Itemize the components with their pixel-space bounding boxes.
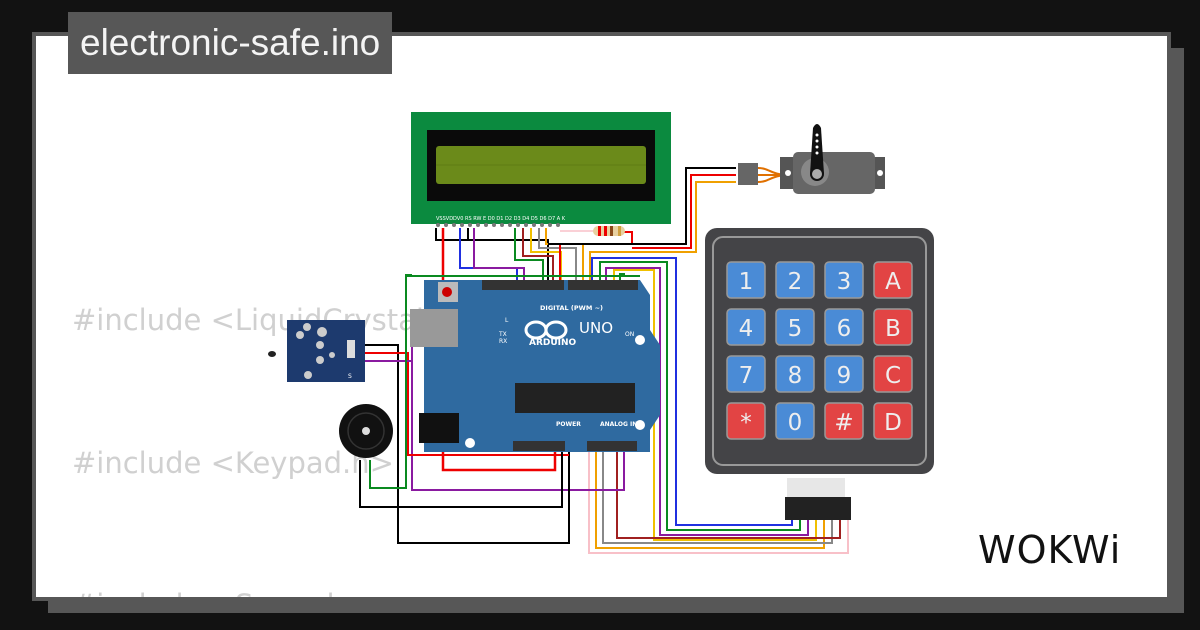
power-label: POWER xyxy=(556,421,581,428)
keypad-key-6[interactable]: 6 xyxy=(824,308,864,346)
keypad-key-1[interactable]: 1 xyxy=(726,261,766,299)
keypad-key-2[interactable]: 2 xyxy=(775,261,815,299)
arduino-brand: ARDUINO xyxy=(529,338,577,348)
keypad-key-8[interactable]: 8 xyxy=(775,355,815,393)
arduino-uno-board[interactable]: DIGITAL (PWM ~) ARDUINO UNO L TX RX ON P… xyxy=(410,280,660,452)
keypad-key-label: 6 xyxy=(837,316,852,342)
code-line: #include <Keypad.h> xyxy=(72,445,394,480)
led-label-on: ON xyxy=(625,331,634,338)
wokwi-logo: WOKWi xyxy=(978,528,1122,572)
buzzer[interactable] xyxy=(339,404,393,458)
lcd-display[interactable]: VSSVDDV0 RS RW E D0 D1 D2 D3 D4 D5 D6 D7… xyxy=(411,112,671,227)
keypad-key-D[interactable]: D xyxy=(873,402,913,440)
keypad-key-label: 4 xyxy=(739,316,754,342)
keypad-key-label: * xyxy=(740,410,752,436)
sensor-pin-s-label: S xyxy=(348,373,352,380)
keypad-key-C[interactable]: C xyxy=(873,355,913,393)
keypad-key-5[interactable]: 5 xyxy=(775,308,815,346)
keypad-key-label: 1 xyxy=(739,269,754,295)
led-label-rx: RX xyxy=(499,338,507,345)
keypad-key-label: # xyxy=(834,410,853,436)
servo-motor[interactable] xyxy=(738,124,885,194)
keypad-key-label: 0 xyxy=(788,410,803,436)
keypad-key-label: 5 xyxy=(788,316,803,342)
keypad-key-label: A xyxy=(885,269,901,295)
keypad-key-label: 3 xyxy=(837,269,852,295)
digital-label: DIGITAL (PWM ~) xyxy=(540,304,603,312)
keypad-key-0[interactable]: 0 xyxy=(775,402,815,440)
led-label-tx: TX xyxy=(498,331,507,338)
keypad-key-label: D xyxy=(884,410,902,436)
arduino-model: UNO xyxy=(579,319,613,337)
keypad-key-label: C xyxy=(885,363,901,389)
keypad-4x4[interactable]: 1 2 3 A 4 5 6 B 7 8 9 C * 0 # D xyxy=(705,228,934,520)
keypad-key-label: B xyxy=(885,316,901,342)
keypad-key-9[interactable]: 9 xyxy=(824,355,864,393)
keypad-key-#[interactable]: # xyxy=(824,402,864,440)
keypad-key-B[interactable]: B xyxy=(873,308,913,346)
code-line: #include <Servo.h> xyxy=(72,582,505,597)
keypad-key-*[interactable]: * xyxy=(726,402,766,440)
led-label-l: L xyxy=(505,317,509,324)
keypad-key-3[interactable]: 3 xyxy=(824,261,864,299)
keypad-key-label: 8 xyxy=(788,363,803,389)
keypad-key-7[interactable]: 7 xyxy=(726,355,766,393)
keypad-key-label: 2 xyxy=(788,269,803,295)
keypad-key-label: 9 xyxy=(837,363,852,389)
keypad-key-label: 7 xyxy=(739,363,754,389)
lcd-pin-labels: VSSVDDV0 RS RW E D0 D1 D2 D3 D4 D5 D6 D7… xyxy=(436,216,566,222)
project-title: electronic-safe.ino xyxy=(68,12,393,74)
resistor[interactable] xyxy=(560,226,625,236)
keypad-key-4[interactable]: 4 xyxy=(726,308,766,346)
keypad-key-A[interactable]: A xyxy=(873,261,913,299)
analog-label: ANALOG IN xyxy=(600,421,637,428)
thermistor-sensor-module[interactable]: S xyxy=(268,320,365,382)
